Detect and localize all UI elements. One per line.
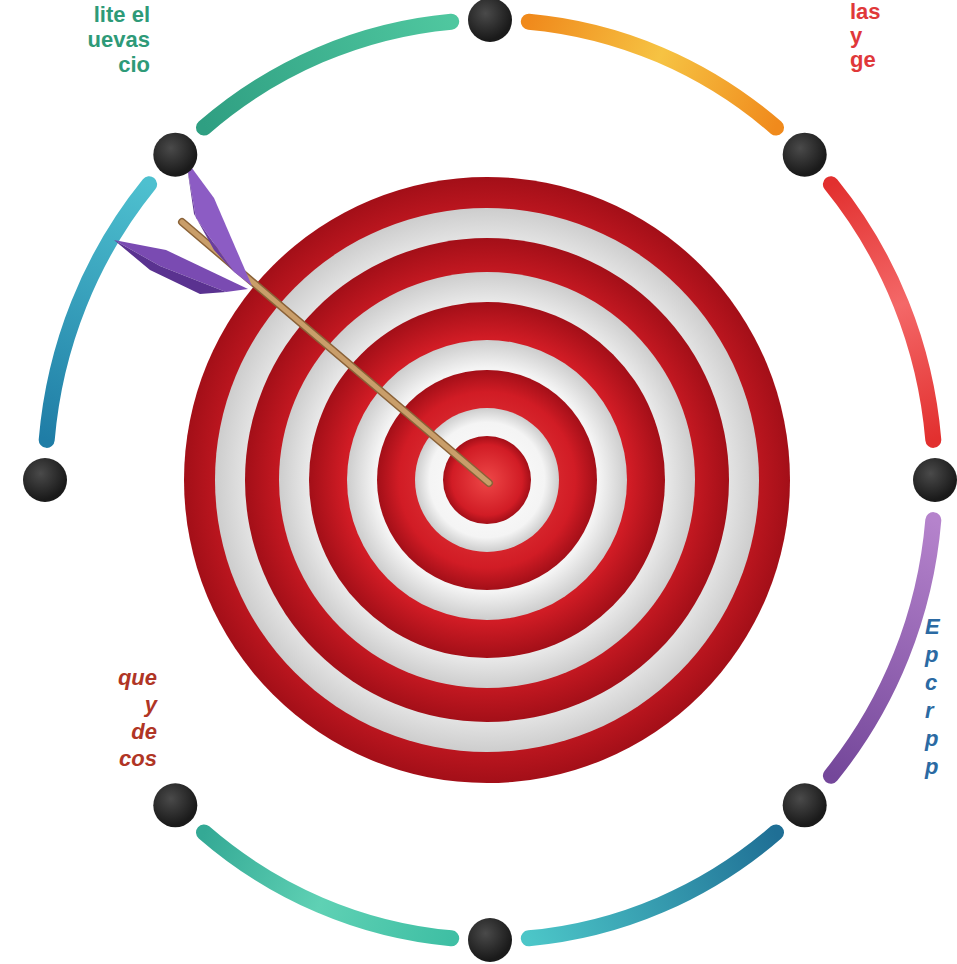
ring-arc	[47, 184, 149, 440]
arrow-fletching	[114, 240, 226, 294]
label-line: las	[850, 0, 950, 24]
ring-label: las y ge	[850, 0, 950, 72]
ring-dot	[468, 0, 512, 42]
label-line: cos	[40, 745, 157, 772]
ring-label: E p c r p p	[925, 613, 953, 781]
ring-dots	[23, 0, 957, 962]
label-line: y	[40, 691, 157, 718]
label-line: cio	[0, 52, 150, 77]
ring-dot	[783, 133, 827, 177]
ring-arc	[204, 22, 451, 128]
label-line: lite el	[0, 2, 150, 27]
ring-dot	[468, 918, 512, 962]
label-line: ge	[850, 48, 950, 72]
label-line: r	[925, 697, 953, 725]
label-line: de	[40, 718, 157, 745]
arrow	[114, 160, 489, 483]
ring-label: lite el uevas cio	[0, 2, 150, 77]
ring-dot	[783, 783, 827, 827]
arrow-fletching	[186, 160, 234, 272]
ring-arc	[529, 22, 776, 128]
ring-dot	[913, 458, 957, 502]
ring-arcs	[47, 22, 934, 939]
ring-dot	[153, 133, 197, 177]
ring-dot	[153, 783, 197, 827]
label-line: c	[925, 669, 953, 697]
ring-arc	[204, 832, 451, 938]
ring-dot	[23, 458, 67, 502]
label-line: p	[925, 753, 953, 781]
label-line: p	[925, 641, 953, 669]
ring-arc	[831, 520, 933, 776]
label-line: uevas	[0, 27, 150, 52]
ring-label: que y de cos	[40, 664, 157, 772]
label-line: y	[850, 24, 950, 48]
label-line: que	[40, 664, 157, 691]
label-line: E	[925, 613, 953, 641]
ring-arc	[831, 184, 933, 440]
label-line: p	[925, 725, 953, 753]
ring-arc	[529, 832, 776, 938]
